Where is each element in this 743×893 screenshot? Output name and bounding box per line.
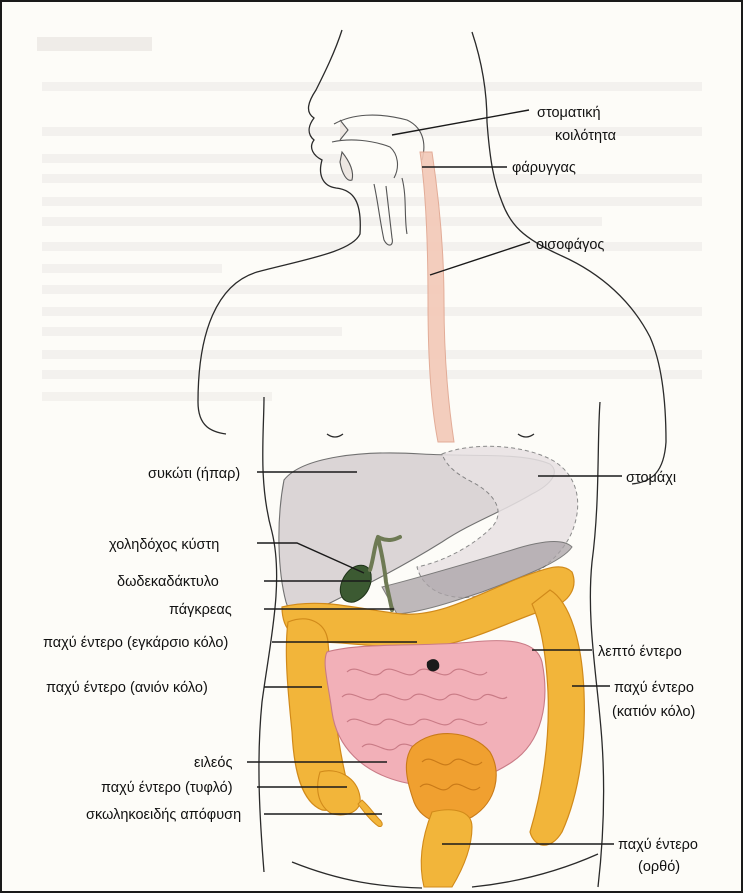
label-duodenum: δωδεκαδάκτυλο [117, 574, 219, 590]
label-ascending-colon: παχύ έντερο (ανιόν κόλο) [46, 680, 208, 696]
label-pancreas: πάγκρεας [169, 602, 232, 618]
label-gallbladder: χοληδόχος κύστη [109, 537, 219, 553]
label-appendix: σκωληκοειδής απόφυση [86, 807, 241, 823]
label-liver: συκώτι (ήπαρ) [148, 466, 240, 482]
label-rectum-line2: (ορθό) [638, 859, 680, 875]
label-pharynx: φάρυγγας [512, 160, 576, 176]
rectum-shape [421, 810, 472, 887]
esophagus-shape [420, 152, 454, 442]
label-rectum-line1: παχύ έντερο [618, 837, 698, 853]
ileum-dark-spot [427, 659, 440, 671]
label-small-intestine: λεπτό έντερο [598, 644, 682, 660]
appendix-shape [358, 800, 382, 827]
label-ileum: ειλεός [194, 755, 232, 771]
label-cecum: παχύ έντερο (τυφλό) [101, 780, 233, 796]
label-mouth-line2: κοιλότητα [555, 128, 616, 144]
label-mouth-line1: στοματική [537, 105, 601, 121]
label-stomach: στομάχι [626, 470, 676, 486]
background-show-through [37, 37, 702, 401]
label-descending-colon-line1: παχύ έντερο [614, 680, 694, 696]
label-esophagus: οισοφάγος [536, 237, 604, 253]
label-descending-colon-line2: (κατιόν κόλο) [612, 704, 695, 720]
label-transverse-colon: παχύ έντερο (εγκάρσιο κόλο) [43, 635, 228, 651]
